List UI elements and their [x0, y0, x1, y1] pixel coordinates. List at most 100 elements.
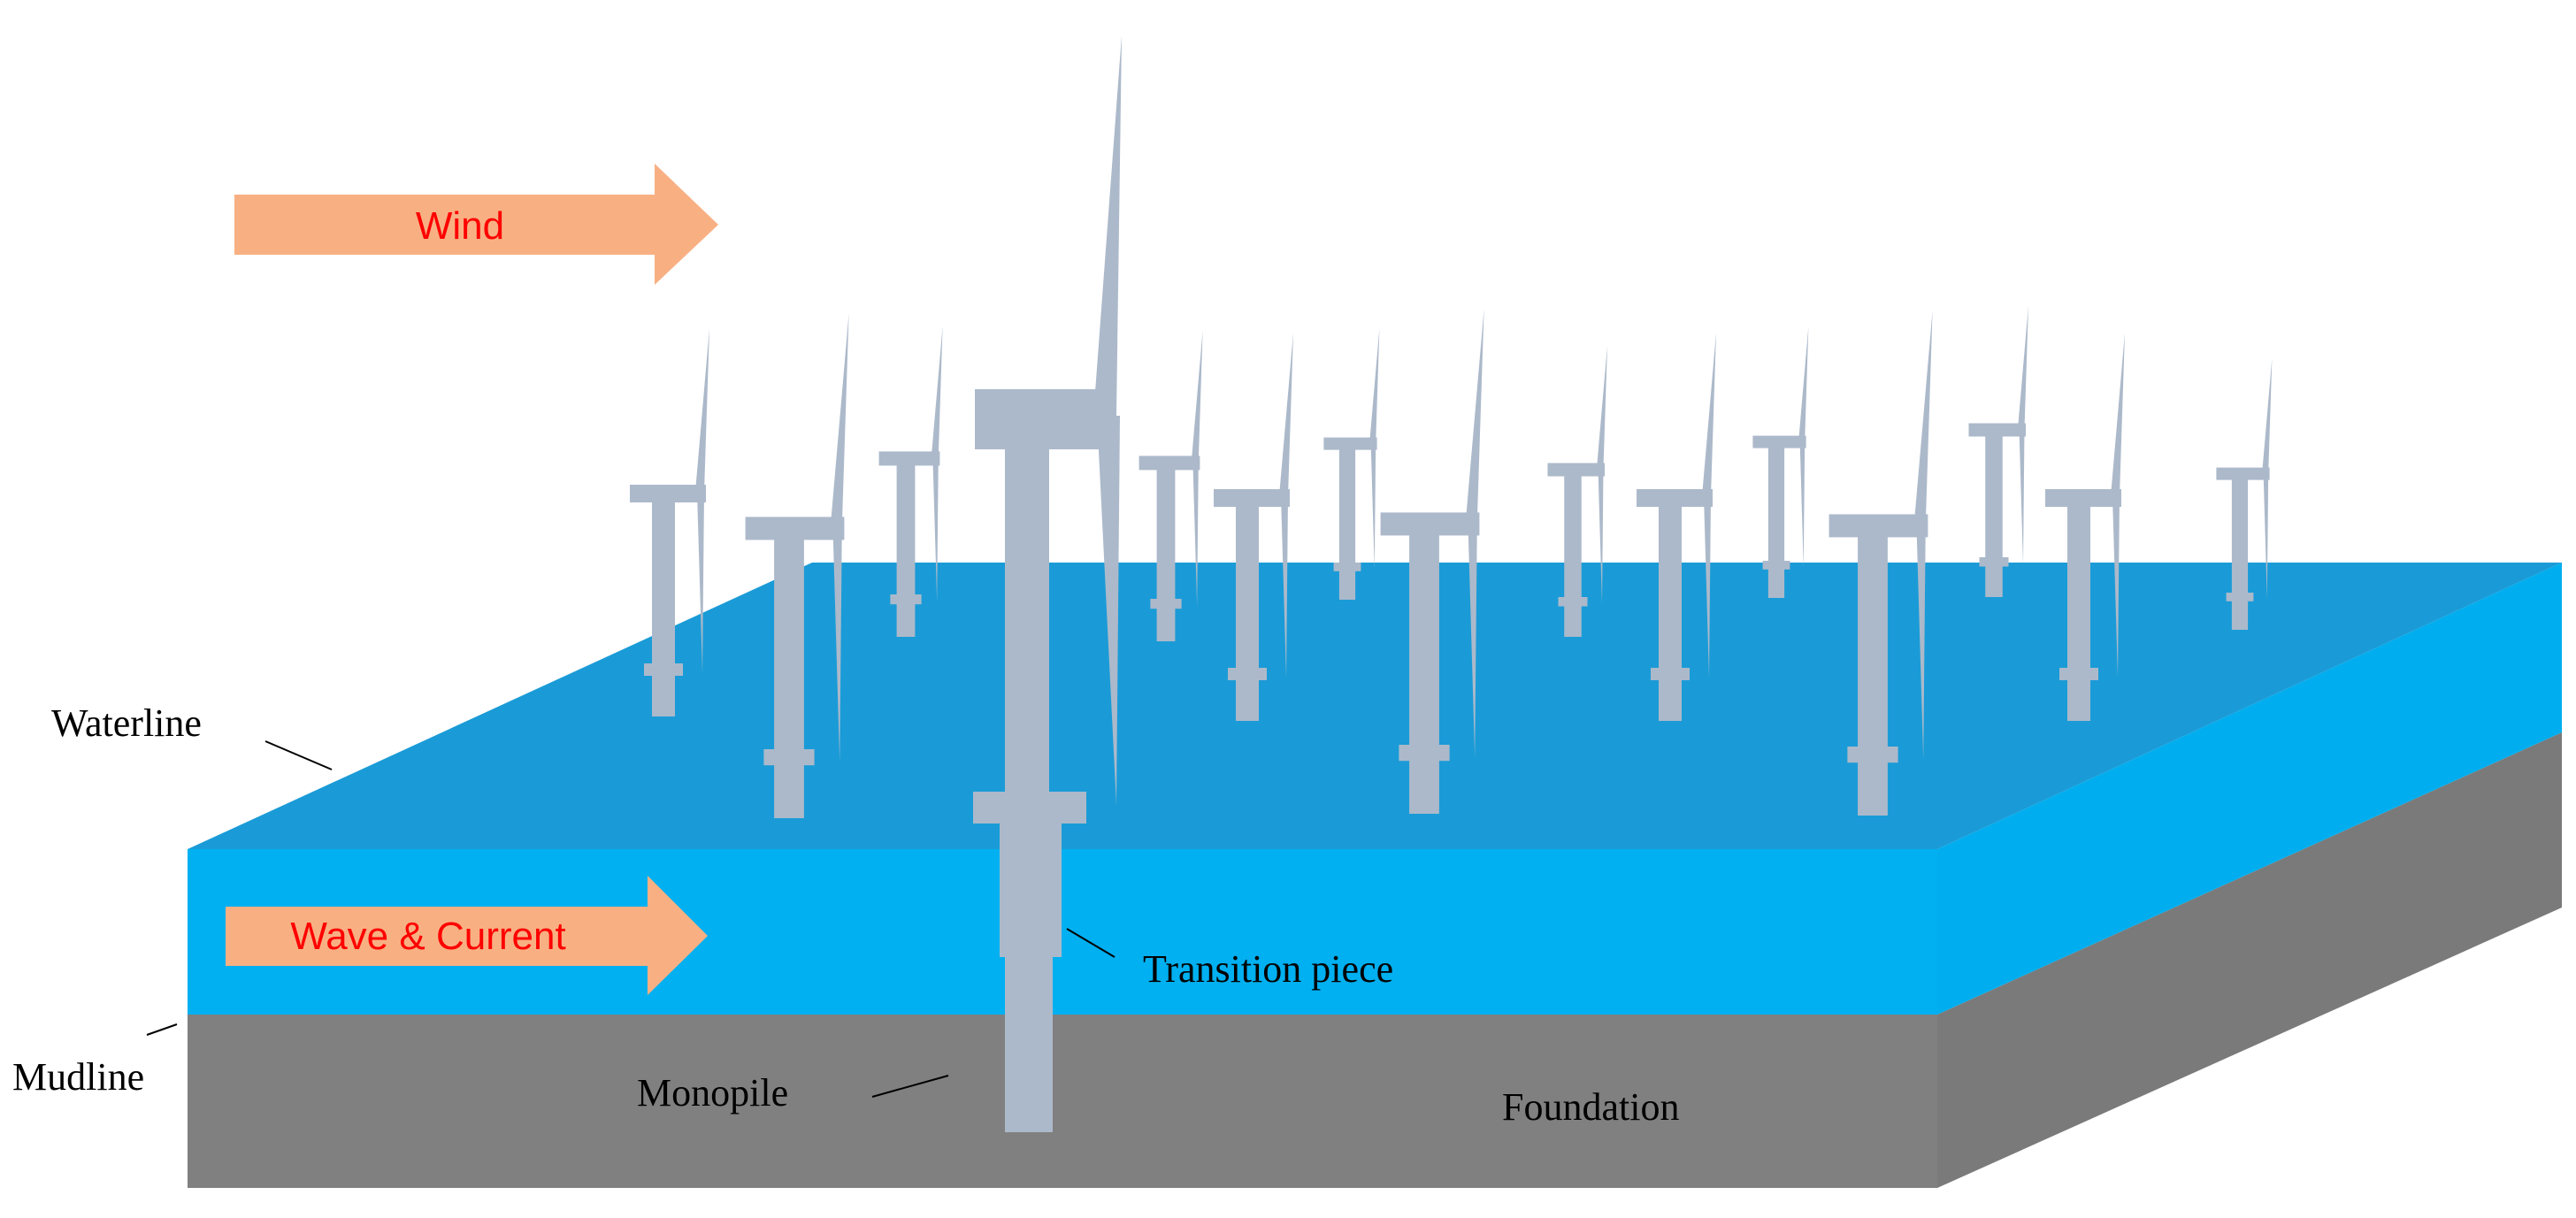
nacelle — [1380, 512, 1480, 536]
main-tower — [1005, 448, 1049, 796]
blade — [932, 456, 939, 602]
platform — [644, 663, 683, 676]
leader-lines — [146, 740, 1116, 1098]
wind-turbine — [1323, 327, 1380, 600]
blade — [1597, 345, 1607, 469]
nacelle — [1637, 489, 1713, 507]
nacelle — [1547, 463, 1605, 477]
wave-current-arrow-label: Wave & Current — [290, 915, 565, 958]
nacelle — [2045, 489, 2121, 507]
blade — [1281, 496, 1288, 678]
nacelle — [2216, 467, 2270, 480]
blade — [1468, 521, 1477, 758]
blade — [1598, 468, 1604, 605]
tower — [1858, 534, 1888, 816]
tower — [1409, 532, 1439, 814]
wind-turbine — [1637, 333, 1716, 721]
foundation-label: Foundation — [1502, 1085, 1679, 1129]
platform — [1558, 597, 1588, 607]
monopile — [1005, 955, 1053, 1132]
wind-turbine — [1752, 326, 1809, 598]
nacelle — [1214, 489, 1290, 507]
seabed-front-face — [188, 1015, 1937, 1188]
wind-turbine — [2045, 333, 2125, 721]
platform — [1150, 599, 1182, 609]
nacelle — [745, 517, 845, 540]
tower — [774, 537, 804, 818]
platform — [763, 749, 815, 766]
seabed-right-face — [1937, 732, 2562, 1188]
nacelle — [1323, 437, 1377, 450]
transition-piece-label: Transition piece — [1143, 947, 1393, 991]
blade — [1369, 327, 1380, 443]
tower — [1659, 505, 1682, 721]
wind-turbine — [1214, 333, 1293, 721]
wind-turbine — [1138, 330, 1203, 641]
wind-turbine-array — [630, 305, 2273, 818]
water-right-face — [1937, 563, 2562, 1015]
wind-turbine — [1828, 310, 1933, 816]
wave-current-arrow: Wave & Current — [226, 876, 708, 995]
blade — [1916, 523, 1926, 760]
mudline-label: Mudline — [12, 1055, 144, 1099]
blade — [1279, 333, 1293, 496]
blade — [832, 525, 842, 762]
main-turbine — [973, 35, 1122, 1132]
blade — [2111, 333, 2125, 496]
platform — [2226, 593, 2254, 601]
main-blade-top — [1093, 35, 1122, 416]
blade — [1799, 440, 1806, 568]
wind-turbine — [2216, 357, 2273, 630]
monopile-leader — [871, 1075, 949, 1098]
nacelle — [1828, 514, 1928, 538]
blade — [2263, 472, 2269, 600]
main-nacelle — [975, 389, 1106, 449]
platform — [1651, 668, 1690, 680]
nacelle — [878, 451, 940, 466]
tower — [1156, 468, 1176, 641]
blade — [2112, 496, 2120, 678]
tower — [2067, 505, 2090, 721]
blade — [697, 492, 704, 673]
wind-turbine — [630, 328, 709, 716]
nacelle — [1138, 456, 1200, 471]
blade — [1702, 333, 1716, 496]
tower — [1767, 447, 1785, 598]
tower — [1985, 435, 2003, 597]
tower — [896, 463, 916, 637]
tower — [1564, 475, 1582, 637]
platform — [1979, 557, 2009, 567]
transition-piece-leader — [1066, 928, 1116, 958]
waterline-leader — [264, 740, 333, 770]
transition-piece — [1000, 823, 1062, 957]
platform — [1847, 747, 1898, 763]
tower — [1236, 505, 1259, 721]
main-blade-bottom — [1097, 416, 1120, 805]
platform — [1333, 563, 1361, 571]
wind-turbine — [1547, 345, 1607, 637]
platform — [890, 594, 922, 605]
blade — [2019, 428, 2025, 565]
wave-current-arrow-shape — [226, 876, 708, 995]
wind-arrow: Wind — [234, 164, 718, 285]
blade — [1192, 461, 1199, 607]
blade — [2262, 357, 2273, 473]
mudline-leader — [146, 1023, 178, 1036]
water-front-face — [188, 849, 1937, 1015]
platform — [1762, 561, 1790, 570]
blade — [1704, 496, 1711, 678]
wind-turbine — [878, 326, 943, 637]
blade — [2018, 305, 2028, 429]
platform — [1228, 668, 1267, 680]
blade — [1913, 310, 1933, 524]
blade — [1465, 309, 1484, 522]
blade — [1191, 330, 1203, 462]
wind-turbine — [1380, 309, 1484, 814]
blade — [695, 328, 709, 492]
nacelle — [630, 485, 706, 502]
platform — [2059, 668, 2098, 680]
wind-arrow-shape — [234, 164, 718, 285]
waterline-label: Waterline — [51, 701, 202, 745]
wind-turbine — [745, 313, 849, 818]
